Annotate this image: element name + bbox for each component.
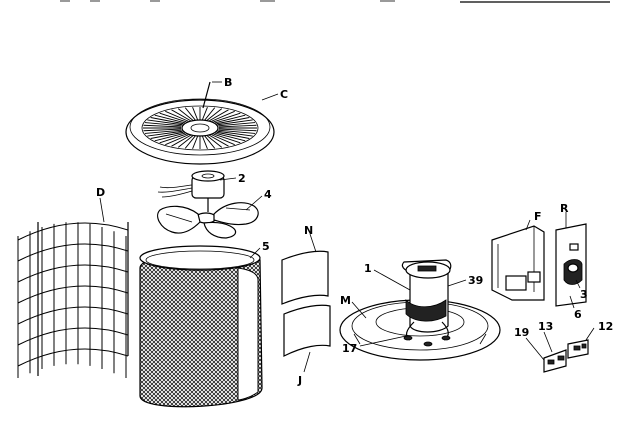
label-1: 1 — [364, 262, 372, 275]
label-17: 17 — [342, 342, 357, 355]
compressor — [401, 259, 452, 347]
wire-guard — [17, 222, 129, 378]
fan-guard-grille — [125, 81, 275, 165]
label-5: 5 — [262, 240, 270, 253]
callout-labels: B C 2 4 D 5 N J M 1 39 17 F R 3 6 12 13 … — [96, 76, 613, 387]
fan-blade — [157, 202, 259, 239]
label-f: F — [534, 210, 542, 223]
label-d: D — [96, 186, 105, 199]
contactor-terminals — [543, 339, 589, 373]
top-edge-fragment — [60, 0, 610, 3]
label-19: 19 — [514, 326, 529, 339]
label-39: 39 — [468, 274, 483, 287]
label-c: C — [280, 88, 288, 101]
control-box — [491, 225, 545, 301]
label-m: M — [340, 294, 351, 307]
label-4: 4 — [264, 188, 272, 201]
condenser-coil — [139, 245, 263, 408]
label-r: R — [560, 202, 569, 215]
access-panel-lower — [283, 304, 331, 357]
label-j: J — [297, 374, 302, 387]
label-3: 3 — [580, 288, 588, 301]
fan-motor — [157, 170, 225, 212]
label-6: 6 — [574, 308, 582, 321]
label-2: 2 — [238, 172, 246, 185]
label-13: 13 — [538, 320, 553, 333]
label-n: N — [304, 224, 313, 237]
label-12: 12 — [598, 320, 613, 333]
leader-lines — [99, 81, 595, 373]
access-panel-upper — [281, 250, 329, 305]
label-b: B — [224, 76, 232, 89]
